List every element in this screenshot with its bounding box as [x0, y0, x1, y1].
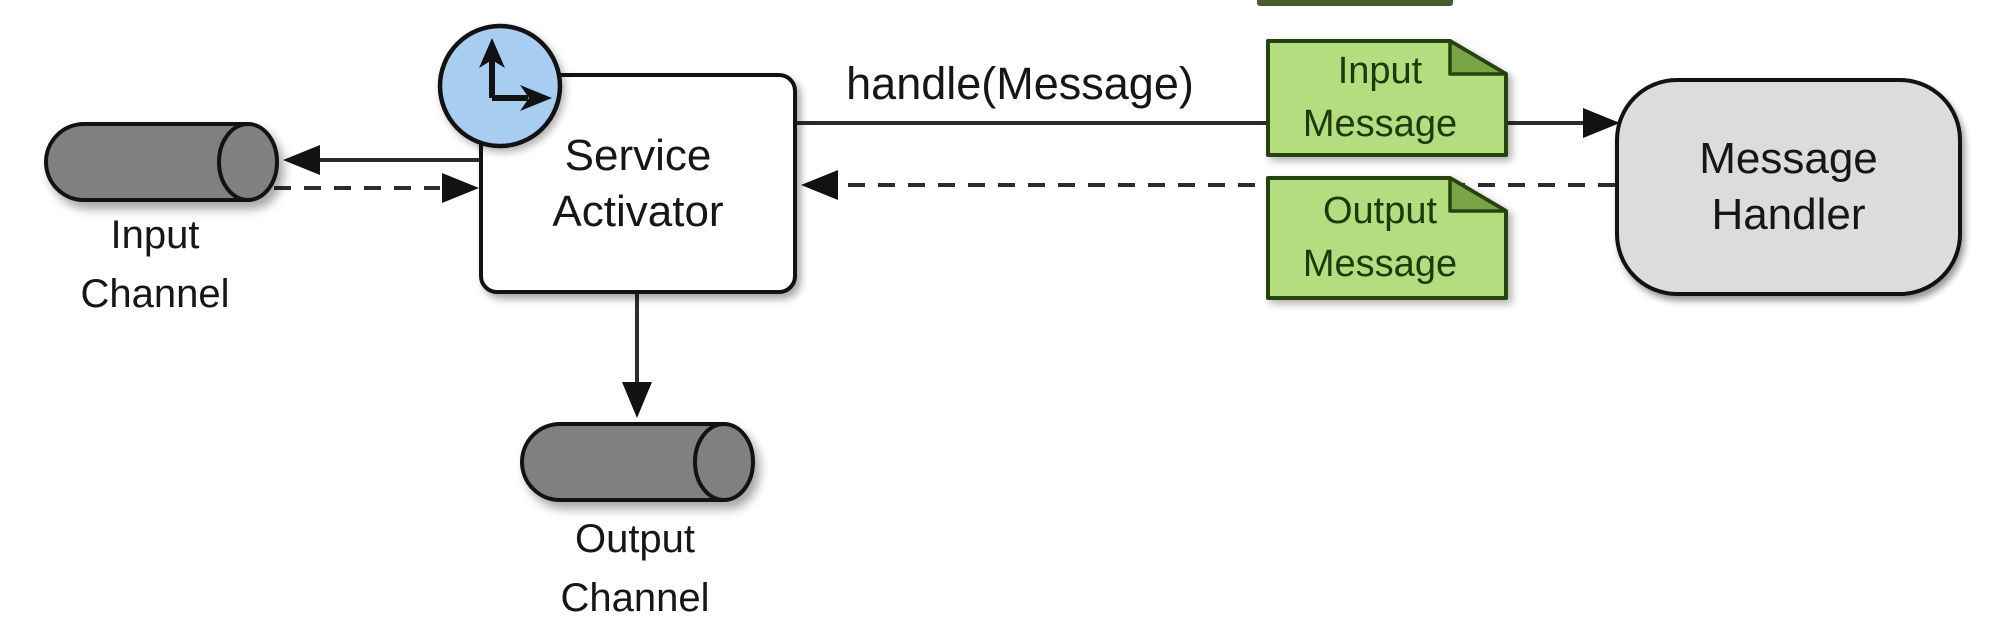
output-message-doc: Output Message	[1265, 175, 1509, 301]
clock-icon	[437, 23, 563, 149]
cropped-shape-top-edge	[1257, 0, 1453, 6]
output-message-label: Output Message	[1302, 189, 1458, 285]
document-icon	[1266, 39, 1508, 157]
output-channel-cylinder-icon	[520, 422, 755, 502]
input-message-label: Input Message	[1302, 49, 1458, 145]
input-message-doc: Input Message	[1265, 38, 1509, 158]
arrow-service-activator-to-output-channel	[622, 294, 652, 418]
input-channel-label: Input Channel	[80, 213, 230, 317]
input-channel-cylinder-icon	[44, 122, 279, 202]
message-handler-label: Message Handler	[1699, 134, 1878, 239]
document-icon	[1266, 176, 1508, 300]
arrow-service-activator-to-input-channel	[283, 145, 479, 175]
message-handler-box: Message Handler	[1615, 78, 1962, 296]
output-channel-label: Output Channel	[560, 517, 710, 621]
arrow-message-handler-to-service-activator	[801, 170, 1615, 200]
arrow-input-channel-to-service-activator	[274, 173, 479, 203]
handle-message-label: handle(Message)	[846, 58, 1194, 109]
service-activator-label: Service Activator	[552, 130, 724, 236]
